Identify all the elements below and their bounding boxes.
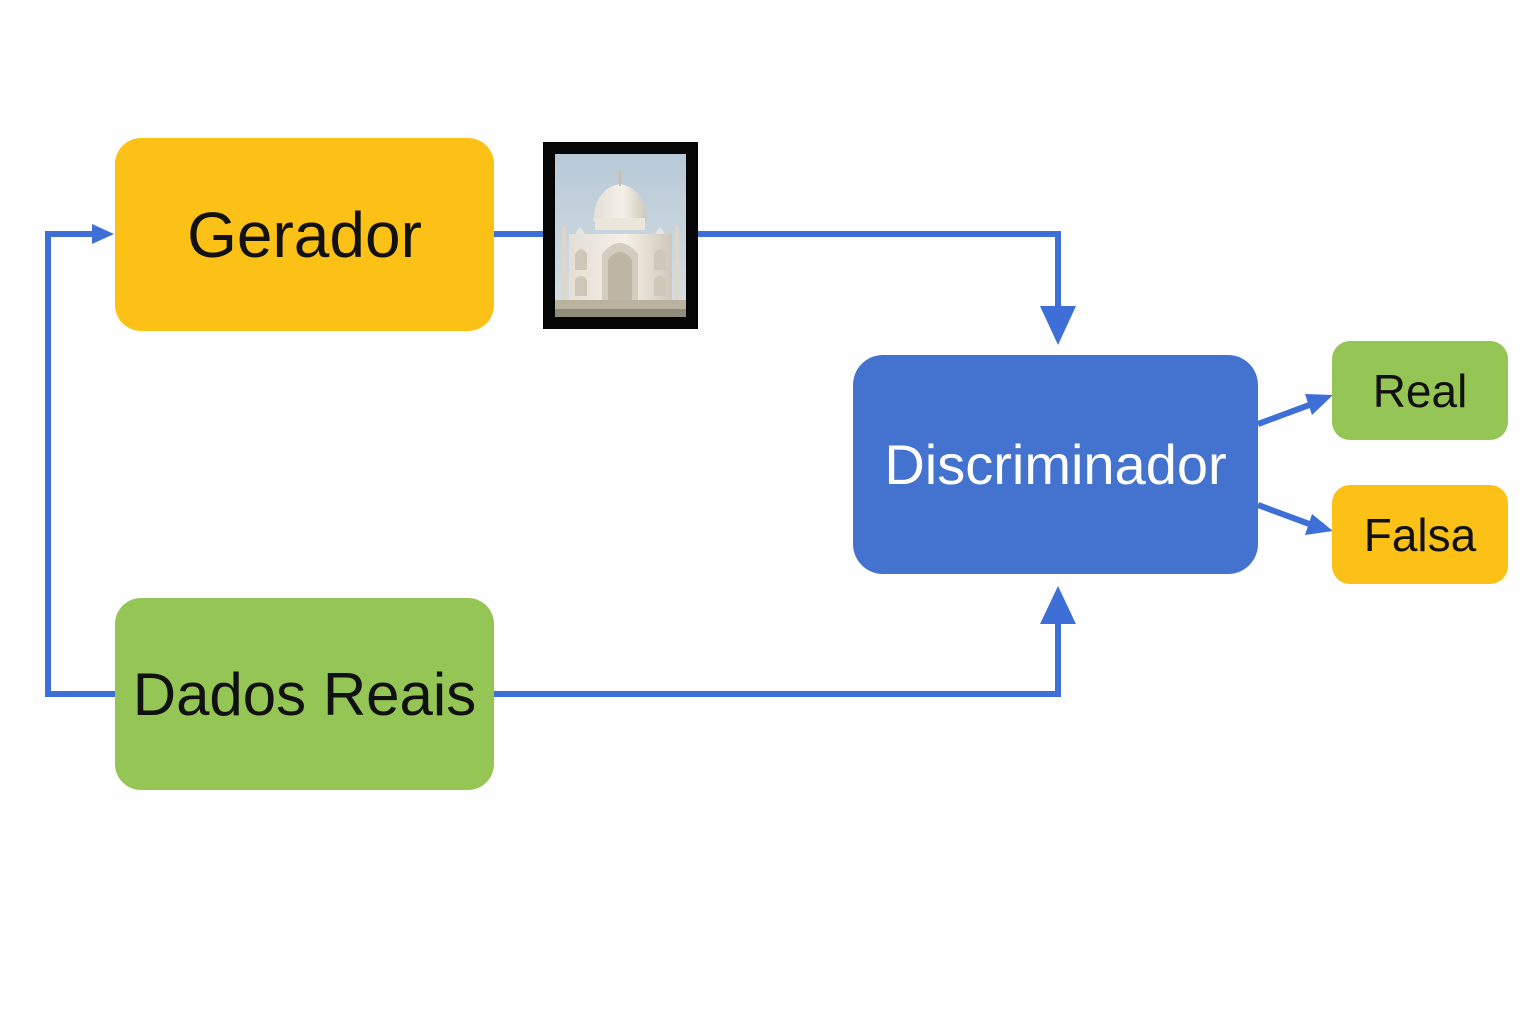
real-data-node: Dados Reais [115,598,494,790]
arrowhead-into-discriminator-bottom [1040,586,1076,624]
arrowhead-into-real [1305,394,1333,415]
generator-node: Gerador [115,138,494,331]
edge-discriminator-to-real [1256,401,1314,427]
output-real-node: Real [1332,341,1508,440]
output-fake-label: Falsa [1363,508,1477,561]
arrowhead-into-falsa [1305,514,1333,535]
edge-real-data-to-generator [45,231,115,697]
real-data-label: Dados Reais [132,660,477,728]
output-real-label: Real [1372,364,1468,417]
output-fake-node: Falsa [1332,485,1508,584]
generator-label: Gerador [187,198,422,271]
edge-real-data-to-discriminator [494,622,1061,697]
discriminator-node: Discriminador [853,355,1258,574]
edge-discriminator-to-falsa [1256,502,1314,528]
arrowhead-into-discriminator-top [1040,306,1076,345]
arrowhead-into-generator [92,224,114,244]
discriminator-label: Discriminador [884,433,1227,496]
taj-mahal-photo-icon [543,142,698,329]
